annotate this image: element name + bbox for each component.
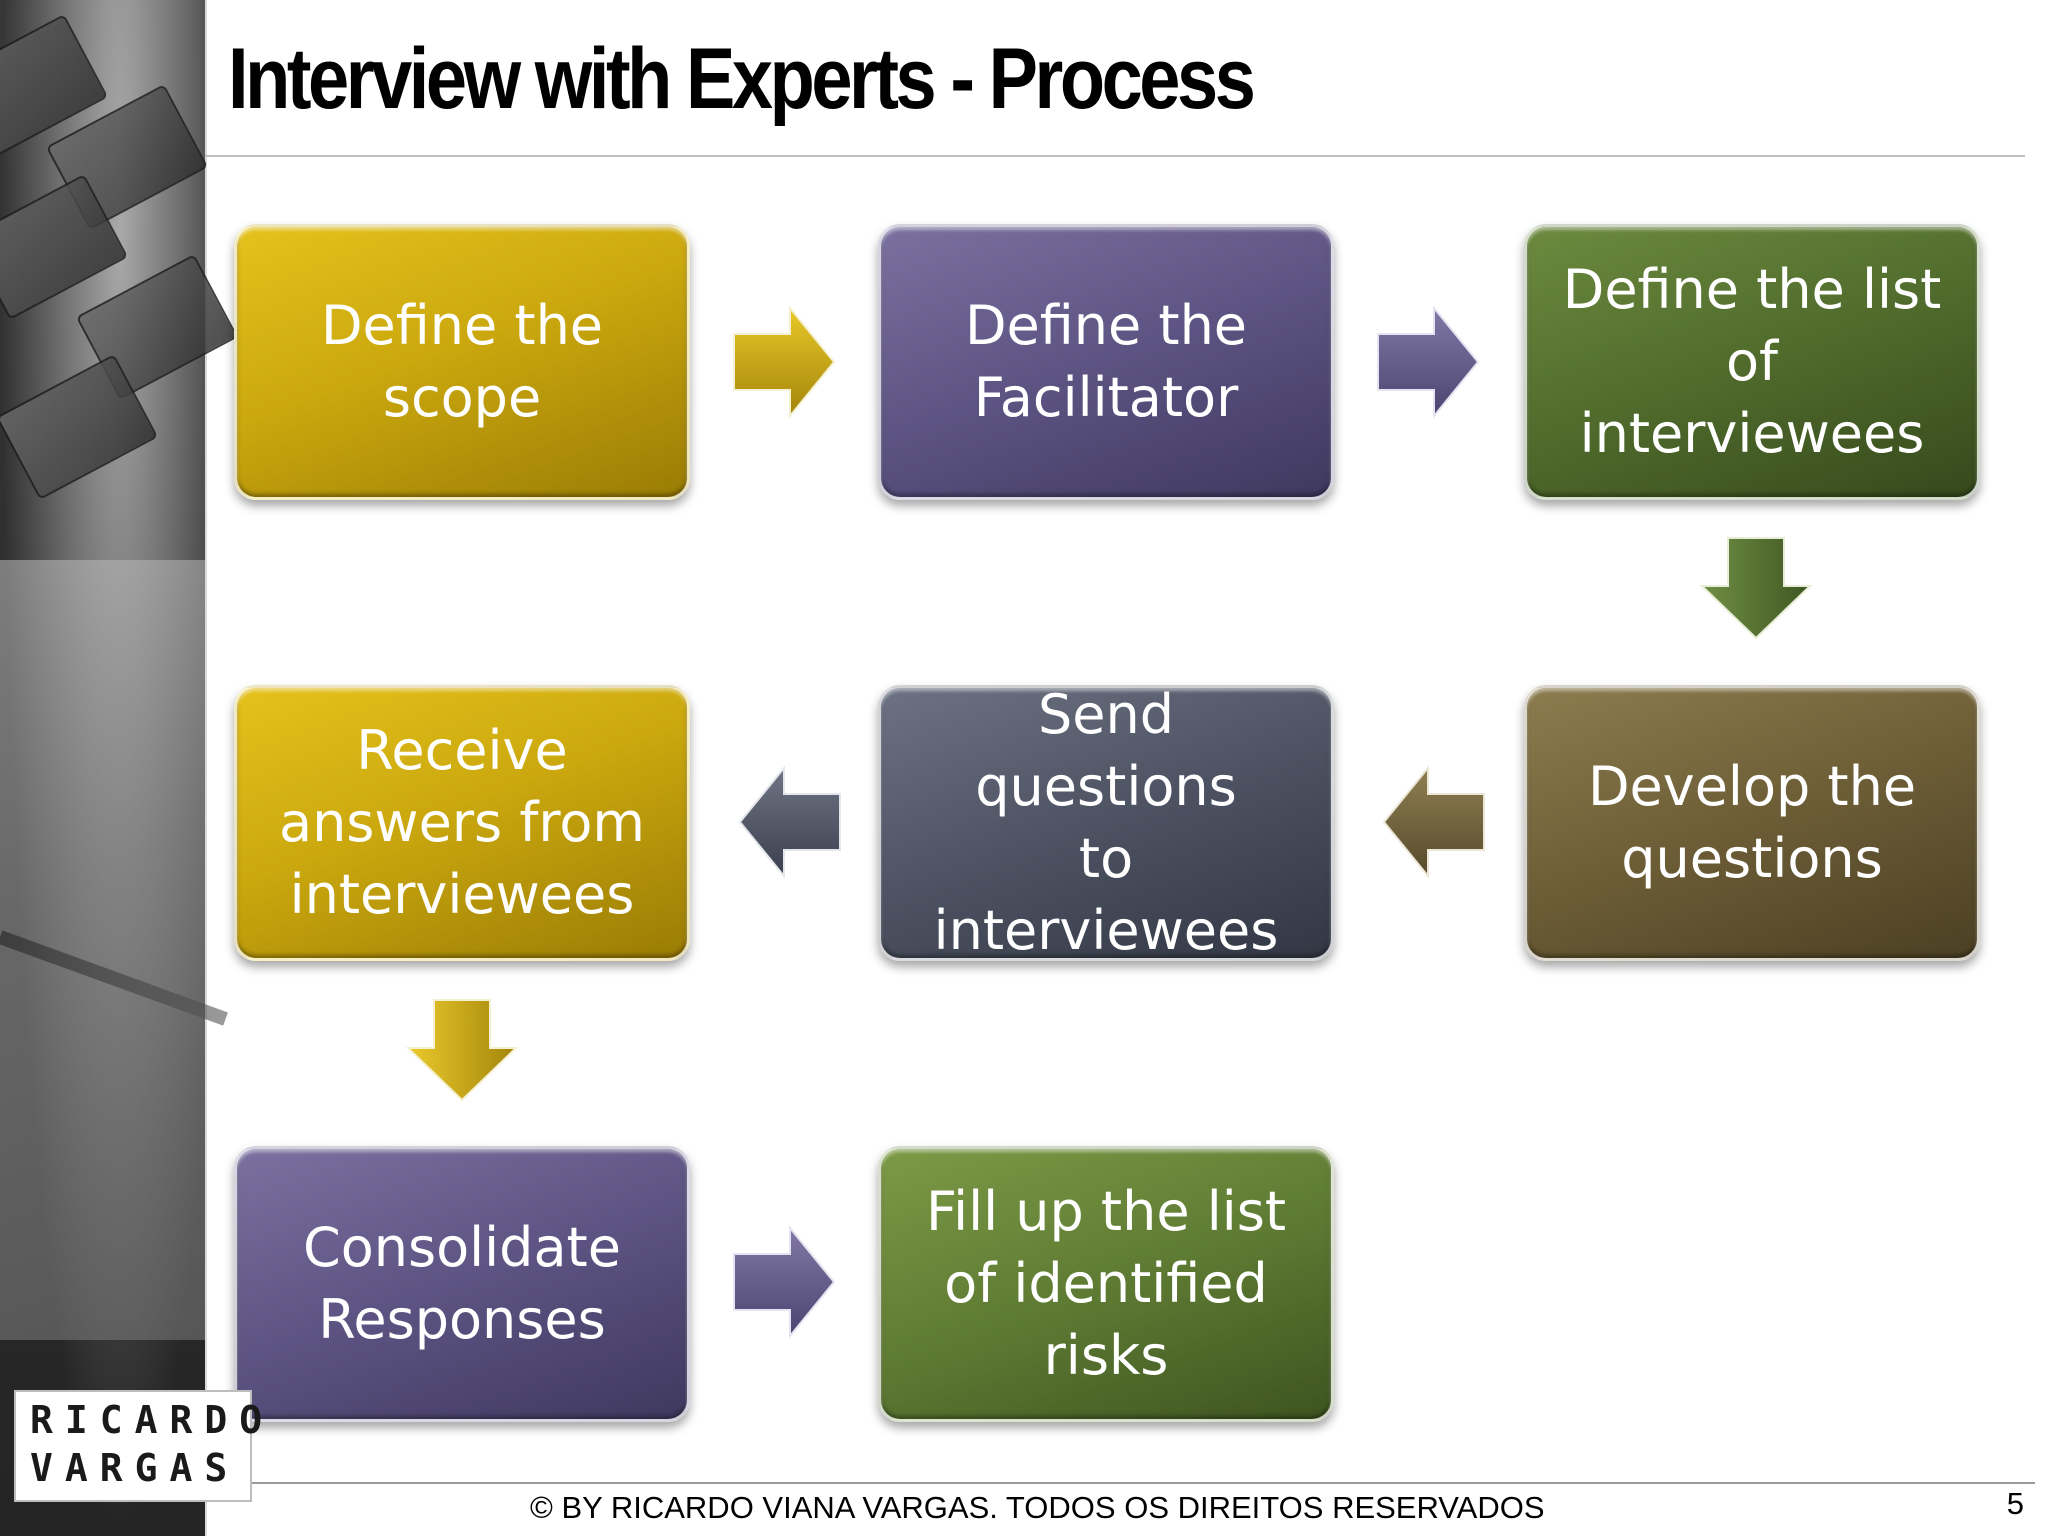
left-arrow-icon — [1382, 764, 1486, 880]
step-define-interviewee-list: Define the list of interviewees — [1524, 224, 1980, 500]
ricardo-vargas-logo: RICARDO VARGAS — [14, 1390, 262, 1502]
right-arrow-icon — [732, 1224, 836, 1340]
footer-divider — [205, 1482, 2035, 1484]
logo-line-2: VARGAS — [30, 1446, 240, 1490]
left-arrow-icon — [738, 764, 842, 880]
step-send-questions: Send questions to interviewees — [878, 683, 1334, 962]
right-arrow-icon — [1376, 304, 1480, 420]
step-fill-risk-list: Fill up the list of identified risks — [878, 1146, 1334, 1422]
step-consolidate-responses: Consolidate Responses — [234, 1146, 690, 1422]
copyright-text: © BY RICARDO VIANA VARGAS. TODOS OS DIRE… — [530, 1490, 1545, 1525]
page-number: 5 — [2006, 1486, 2024, 1521]
background-photo-strip — [0, 0, 239, 1536]
step-receive-answers: Receive answers from interviewees — [234, 685, 690, 961]
down-arrow-icon — [1698, 536, 1814, 640]
step-define-facilitator: Define the Facilitator — [878, 224, 1334, 500]
page-title: Interview with Experts - Process — [228, 31, 1256, 127]
right-arrow-icon — [732, 304, 836, 420]
step-define-scope: Define the scope — [234, 224, 690, 500]
down-arrow-icon — [404, 998, 520, 1102]
step-develop-questions: Develop the questions — [1524, 685, 1980, 961]
logo-line-1: RICARDO — [30, 1398, 275, 1442]
title-divider — [205, 155, 2025, 157]
